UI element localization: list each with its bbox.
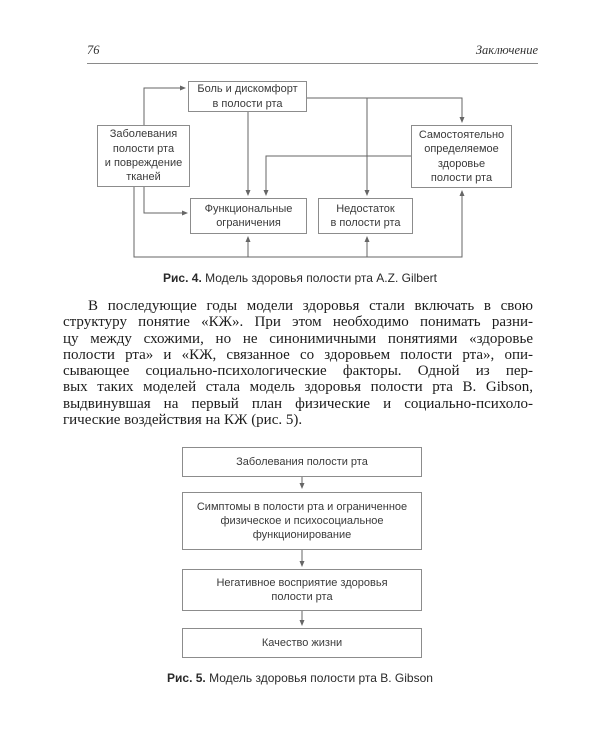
- figure-4-connectors: [133, 85, 465, 258]
- paragraph-line: сывающее социально-психологические факто…: [63, 363, 533, 380]
- box-quality-of-life: Качество жизни: [182, 628, 422, 658]
- paragraph-line: цу между схожими, но не синонимичными по…: [63, 330, 533, 347]
- box-self-rated-health: Самостоятельно определяемое здоровье пол…: [411, 125, 512, 188]
- figure-5-connectors: [299, 477, 305, 626]
- arrow-self-rated-to-functional: [263, 155, 411, 196]
- box-symptoms-functioning: Симптомы в полости рта и ограниченное фи…: [182, 492, 422, 550]
- figure-5-caption-label: Рис. 5.: [167, 671, 206, 685]
- arrow-disease-to-functional: [143, 187, 188, 216]
- box-pain-discomfort: Боль и дискомфорт в полости рта: [188, 81, 307, 112]
- paragraph-line: структуру понятие «КЖ». При этом необход…: [63, 314, 533, 331]
- page-header: 76 Заключение: [87, 44, 538, 64]
- figure-5-diagram: Заболевания полости рта Симптомы в полос…: [182, 447, 422, 658]
- figure-4-diagram: Боль и дискомфорт в полости рта Заболева…: [93, 79, 517, 261]
- arrow-pain-to-self-rated: [307, 97, 465, 123]
- page-number: 76: [87, 43, 100, 57]
- paragraph-line: выдвинувшая на первый план физические и …: [63, 395, 533, 412]
- arrow-disease-to-pain: [143, 85, 186, 125]
- box-functional-limits: Функциональные ограничения: [190, 198, 307, 234]
- box-oral-diseases: Заболевания полости рта: [182, 447, 422, 477]
- figure-5-caption-text: Модель здоровья полости рта B. Gibson: [205, 671, 433, 685]
- paragraph-line: вых таких моделей стала модель здоровья …: [63, 379, 533, 396]
- arrow-disease-to-self-rated-bottom: [133, 187, 465, 258]
- running-title: Заключение: [475, 43, 538, 57]
- box-oral-disease: Заболевания полости рта и повреждение тк…: [97, 125, 190, 187]
- body-paragraph: В последующие годы модели здоровья стали…: [63, 298, 533, 428]
- figure-4-caption: Рис. 4. Модель здоровья полости рта A.Z.…: [0, 271, 600, 285]
- figure-5-caption: Рис. 5. Модель здоровья полости рта B. G…: [0, 671, 600, 685]
- paragraph-line: полости рта» и «КЖ, связанное со здоровь…: [63, 346, 533, 363]
- paragraph-line: В последующие годы модели здоровья стали…: [88, 298, 533, 314]
- paragraph-line: гические воздействия на КЖ (рис. 5).: [63, 412, 303, 429]
- box-oral-deficiency: Недостаток в полости рта: [318, 198, 413, 234]
- figure-4-caption-label: Рис. 4.: [163, 271, 202, 285]
- box-negative-perception: Негативное восприятие здоровья полости р…: [182, 569, 422, 611]
- figure-4-caption-text: Модель здоровья полости рта A.Z. Gilbert: [201, 271, 437, 285]
